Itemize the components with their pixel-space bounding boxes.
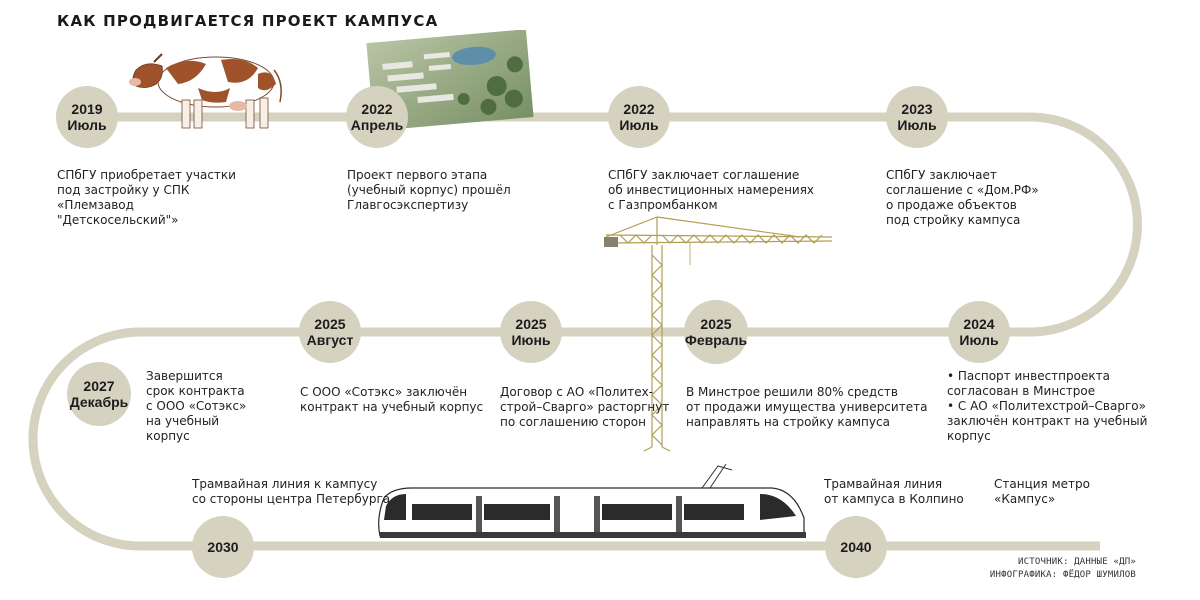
milestone-month: Декабрь	[69, 394, 129, 410]
milestone-description-2025-jun: Договор с АО «Политех- строй–Сварго» рас…	[500, 385, 670, 429]
milestone-year: 2027	[83, 378, 115, 394]
milestone-node-2027-dec: 2027 Декабрь	[67, 362, 131, 426]
milestone-node-2025-jun: 2025 Июнь	[500, 301, 562, 363]
milestone-node-2025-feb: 2025 Февраль	[684, 300, 748, 364]
milestone-month: Июль	[897, 117, 937, 133]
milestone-description-2024-jul: • Паспорт инвестпроекта согласован в Мин…	[947, 369, 1148, 443]
source-credits: ИСТОЧНИК: ДАННЫЕ «ДП» ИНФОГРАФИКА: ФЁДОР…	[990, 556, 1136, 582]
milestone-month: Июль	[619, 117, 659, 133]
milestone-year: 2022	[623, 101, 655, 117]
milestone-description-2040: Трамвайная линия от кампуса в Колпино	[824, 477, 964, 506]
milestone-month: Июнь	[511, 332, 551, 348]
milestone-description-2023-jul: СПбГУ заключает соглашение с «Дом.РФ» о …	[886, 168, 1039, 227]
source-line: ИСТОЧНИК: ДАННЫЕ «ДП»	[1018, 557, 1136, 567]
milestone-node-2024-jul: 2024 Июль	[948, 301, 1010, 363]
milestone-node-2023-jul: 2023 Июль	[886, 86, 948, 148]
milestone-node-2025-aug: 2025 Август	[299, 301, 361, 363]
cow-illustration	[129, 53, 282, 129]
credits-line: ИНФОГРАФИКА: ФЁДОР ШУМИЛОВ	[989, 570, 1136, 580]
milestone-month: Июль	[67, 117, 107, 133]
milestone-description-2022-jul: СПбГУ заключает соглашение об инвестицио…	[608, 168, 815, 212]
milestone-description-2025-aug: С ООО «Сотэкс» заключён контракт на учеб…	[300, 385, 484, 414]
milestone-month: Июль	[959, 332, 999, 348]
milestone-month: Апрель	[350, 117, 404, 133]
milestone-month: Август	[306, 332, 354, 348]
milestone-year: 2025	[515, 316, 547, 332]
milestone-description-2025-feb: В Минстрое решили 80% средств от продажи…	[686, 385, 928, 429]
campus-aerial-photo	[366, 30, 534, 130]
milestone-description-2022-apr: Проект первого этапа (учебный корпус) пр…	[347, 168, 511, 212]
milestone-year: 2025	[314, 316, 346, 332]
metro-station-label: Станция метро «Кампус»	[994, 477, 1090, 506]
milestone-node-2019-jul: 2019 Июль	[56, 86, 118, 148]
milestone-description-2030: Трамвайная линия к кампусу со стороны це…	[192, 477, 391, 506]
tower-crane-illustration	[604, 216, 833, 452]
milestone-node-2022-jul: 2022 Июль	[608, 86, 670, 148]
milestone-year: 2030	[207, 539, 239, 555]
milestone-year: 2022	[361, 101, 393, 117]
milestone-year: 2025	[700, 316, 732, 332]
milestone-node-2030: 2030	[192, 516, 254, 578]
milestone-node-2040: 2040	[825, 516, 887, 578]
milestone-description-2027-dec: Завершится срок контракта с ООО «Сотэкс»…	[146, 369, 247, 443]
milestone-year: 2019	[71, 101, 103, 117]
milestone-year: 2023	[901, 101, 933, 117]
milestone-month: Февраль	[684, 332, 748, 348]
milestone-node-2022-apr: 2022 Апрель	[346, 86, 408, 148]
milestone-description-2019-jul: СПбГУ приобретает участки под застройку …	[57, 168, 236, 227]
milestone-year: 2040	[840, 539, 872, 555]
tram-illustration	[378, 463, 806, 538]
milestone-year: 2024	[963, 316, 995, 332]
infographic-title: КАК ПРОДВИГАЕТСЯ ПРОЕКТ КАМПУСА	[57, 12, 439, 30]
